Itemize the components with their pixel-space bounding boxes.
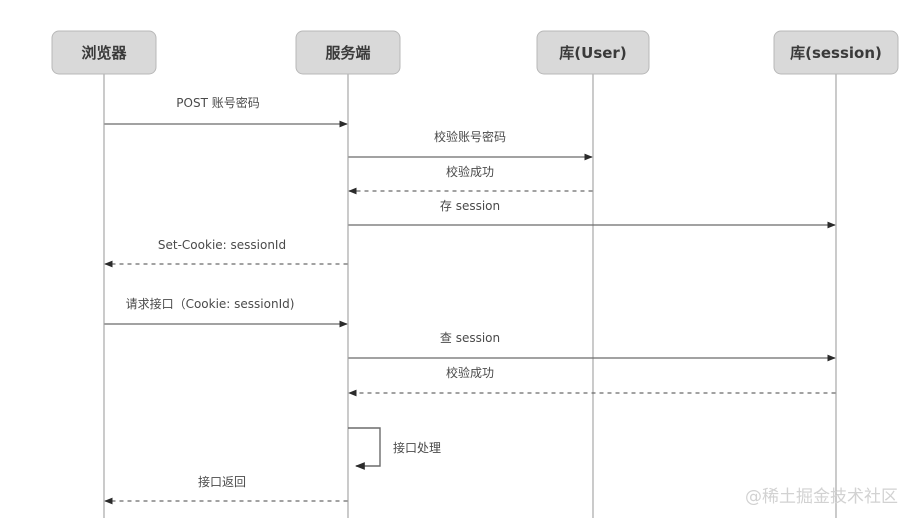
message-label-6: 查 session <box>440 331 500 345</box>
participant-box-user_db[interactable] <box>536 30 650 75</box>
self-loop-path <box>348 427 381 470</box>
participant-box-browser[interactable] <box>51 30 157 75</box>
participant-box-server[interactable] <box>295 30 401 75</box>
message-label-0: POST 账号密码 <box>176 95 259 110</box>
message-label-2: 校验成功 <box>446 164 494 179</box>
participant-label-user_db: 库(User) <box>559 44 626 62</box>
participant-label-browser: 浏览器 <box>81 44 127 62</box>
participant-label-session_db: 库(session) <box>790 44 882 62</box>
participant-box-session_db[interactable] <box>773 30 899 75</box>
participant-label-server: 服务端 <box>325 44 370 62</box>
message-label-5: 请求接口（Cookie: sessionId) <box>126 296 295 311</box>
self-message-interface-processing: 接口处理 <box>348 427 441 470</box>
watermark-text: @稀土掘金技术社区 <box>745 487 898 507</box>
participants-group: 浏览器 服务端 库(User) 库(session) <box>51 30 899 75</box>
message-label-1: 校验账号密码 <box>434 129 506 144</box>
self-message-label: 接口处理 <box>393 440 441 455</box>
message-label-7: 校验成功 <box>446 365 494 380</box>
message-label-4: Set-Cookie: sessionId <box>158 238 286 252</box>
watermark: @稀土掘金技术社区 <box>745 487 898 507</box>
message-label-8: 接口返回 <box>198 474 246 489</box>
message-label-3: 存 session <box>440 199 500 213</box>
lifelines-group <box>103 74 837 518</box>
